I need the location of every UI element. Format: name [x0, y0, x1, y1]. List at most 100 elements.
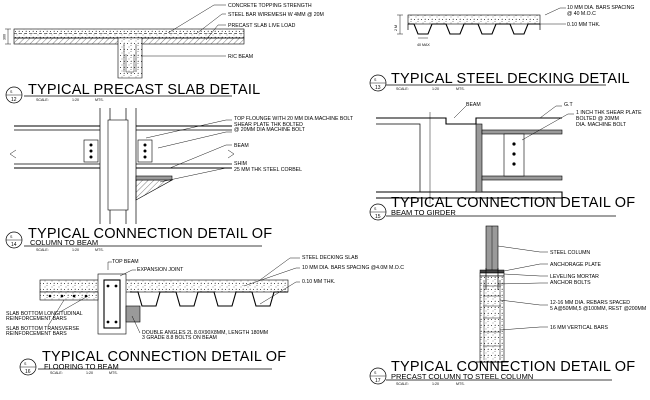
detail-number: 14 [11, 242, 17, 248]
svg-text:STEEL COLUMN: STEEL COLUMN [550, 250, 590, 256]
svg-text:MTS.: MTS. [456, 87, 465, 91]
scale-units: MTS. [95, 98, 104, 102]
svg-text:LEVELING MORTAR: LEVELING MORTAR [550, 274, 599, 280]
svg-text:5 A@50MM,5 @100MM, REST @200MM: 5 A@50MM,5 @100MM, REST @200MM [550, 306, 646, 312]
girder-top [376, 117, 562, 125]
leader-line [119, 269, 136, 277]
leader-line [497, 282, 548, 285]
detail-subtitle: BEAM TO GIRDER [391, 208, 456, 217]
svg-text:REINFORCEMENT BARS: REINFORCEMENT BARS [6, 331, 67, 337]
svg-text:3 GRADE 8.8 BOLTS ON BEAM: 3 GRADE 8.8 BOLTS ON BEAM [142, 335, 217, 341]
svg-text:G.T: G.T [564, 102, 573, 108]
detail-subtitle: COLUMN TO BEAM [30, 238, 98, 247]
note-bars-spacing: 10 MM DIA. BARS SPACING [567, 5, 634, 11]
precast-column [479, 275, 505, 363]
svg-text:SLAB BOTTOM LONGITUDINAL: SLAB BOTTOM LONGITUDINAL [6, 311, 83, 317]
leader-line [59, 295, 89, 313]
double-angle [125, 305, 141, 323]
detail-subtitle: PRECAST COLUMN TO STEEL COLUMN [391, 372, 533, 381]
leader-line [544, 7, 566, 16]
detail-number: 12 [11, 97, 17, 103]
svg-text:S: S [374, 207, 377, 211]
svg-text:SCALE:: SCALE: [396, 382, 409, 386]
svg-text:S: S [374, 371, 377, 375]
detail-number: 17 [375, 378, 381, 384]
detail-title: TYPICAL CONNECTION DETAIL OF [42, 349, 286, 365]
leader-line [539, 105, 562, 119]
leader-line [259, 281, 300, 305]
leader-line [145, 119, 232, 139]
detail-s-label: S [10, 90, 13, 94]
leader-line [107, 261, 112, 270]
svg-text:SHIM: SHIM [234, 161, 247, 167]
detail-subtitle: FLOORING TO BEAM [44, 362, 119, 371]
note-concrete-topping: CONCRETE TOPPING STRENGTH [228, 3, 312, 9]
leader-line [157, 131, 232, 149]
svg-text:SCALE:: SCALE: [50, 371, 63, 375]
note-live-load: PRECAST SLAB LIVE LOAD [228, 23, 296, 29]
svg-text:1:20: 1:20 [432, 87, 439, 91]
leader-line [169, 144, 232, 169]
note-wiremesh: STEEL BAR WIREMESH W 4MM @ 20M [228, 12, 324, 18]
leader-line [503, 263, 548, 272]
deck-concrete [407, 14, 541, 25]
svg-text:S: S [24, 362, 27, 366]
svg-text:BEAM: BEAM [234, 143, 249, 149]
note-rc-beam: R/C BEAM [228, 54, 253, 60]
svg-text:MTS.: MTS. [95, 248, 104, 252]
dimension-line: 2 M 40 MAX [394, 14, 430, 47]
leveling-mortar [479, 272, 505, 277]
svg-text:S: S [10, 235, 13, 239]
steel-corbel [135, 179, 174, 201]
detail-title: TYPICAL PRECAST SLAB DETAIL [28, 82, 260, 98]
leader-line [503, 273, 548, 277]
leader-line [259, 257, 300, 281]
svg-text:BOLTED @ 20MM: BOLTED @ 20MM [576, 116, 619, 122]
detail-number: 15 [375, 214, 381, 220]
svg-text:MTS.: MTS. [456, 382, 465, 386]
detail-title: TYPICAL CONNECTION DETAIL OF [391, 195, 635, 211]
leader-line [195, 13, 226, 35]
scale-ratio: 1:20 [72, 98, 79, 102]
deck-profile [130, 291, 288, 307]
deck-profile [408, 23, 540, 35]
svg-text:1:20: 1:20 [72, 248, 79, 252]
svg-text:SCALE:: SCALE: [396, 87, 409, 91]
svg-text:STEEL DECKING SLAB: STEEL DECKING SLAB [302, 255, 359, 261]
svg-text:BEAM: BEAM [466, 102, 481, 108]
svg-text:S: S [374, 78, 377, 82]
dimension-label: 300 [3, 34, 7, 40]
svg-text:SHEAR PLATE THK BOLTED: SHEAR PLATE THK BOLTED [234, 122, 303, 128]
leader-line [453, 105, 467, 119]
svg-text:DOUBLE ANGLES 2L 8.0X90X8MM, L: DOUBLE ANGLES 2L 8.0X90X8MM, LENGTH 180M… [142, 330, 268, 336]
svg-text:REINFORCEMENT BARS: REINFORCEMENT BARS [6, 316, 67, 322]
svg-text:TOP BEAM: TOP BEAM [112, 259, 139, 265]
precast-slab-right [137, 37, 245, 45]
leader-line [47, 299, 65, 327]
scale-label: SCALE: [36, 98, 49, 102]
detail-number: 16 [25, 369, 31, 375]
svg-text:ANCHORAGE PLATE: ANCHORAGE PLATE [550, 262, 601, 268]
column-to-beam-detail: TOP FLOUNGE WITH 20 MM DIA.MACHINE BOLT … [5, 108, 354, 252]
svg-text:SCALE:: SCALE: [36, 248, 49, 252]
svg-text:EXPANSION JOINT: EXPANSION JOINT [137, 267, 184, 273]
svg-text:TOP FLOUNGE WITH 20 MM DIA.MAC: TOP FLOUNGE WITH 20 MM DIA.MACHINE BOLT [234, 116, 354, 122]
beam-to-girder-detail: BEAM G.T 1 INCH THK SHEAR PLATE BOLTED @… [369, 102, 642, 221]
detail-title: TYPICAL STEEL DECKING DETAIL [391, 71, 630, 87]
note-deck-thk: 0.10 MM THK. [567, 22, 600, 28]
steel-decking-detail: 2 M 40 MAX 10 MM DIA. BARS SPACING @ 40 … [369, 5, 634, 92]
leader-line [499, 326, 548, 331]
leader-line [159, 167, 232, 183]
svg-text:0.10 MM THK.: 0.10 MM THK. [302, 279, 335, 285]
precast-slab-detail: 300 CONCRETE TOPPING STRENGTH STEEL BAR … [3, 3, 324, 104]
svg-text:25 MM THK STEEL CORBEL: 25 MM THK STEEL CORBEL [234, 167, 302, 173]
svg-text:SLAB BOTTOM TRANSVERSE: SLAB BOTTOM TRANSVERSE [6, 326, 80, 332]
leader-line [205, 24, 226, 41]
girder-bottom [376, 191, 563, 199]
leader-line [243, 267, 300, 287]
precast-column-to-steel-column-detail: STEEL COLUMN ANCHORAGE PLATE LEVELING MO… [369, 225, 646, 386]
leader-line [499, 299, 548, 306]
svg-text:10 MM DIA. BARS SPACING @4.0M: 10 MM DIA. BARS SPACING @4.0M M.O.C [302, 265, 404, 271]
girder-web [475, 123, 483, 193]
